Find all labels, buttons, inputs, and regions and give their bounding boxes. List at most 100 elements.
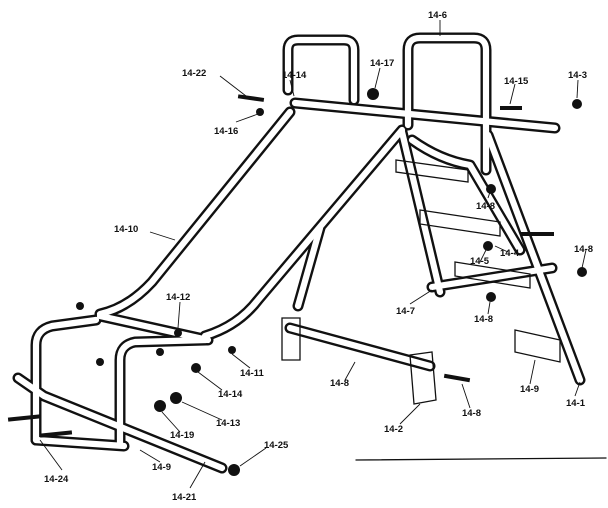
part-label: 14-21 <box>172 492 197 503</box>
leader-14-8-upper <box>487 191 491 199</box>
leader-14-24 <box>239 447 267 467</box>
leader-14-2 <box>399 403 421 425</box>
leader-14-8-lower <box>487 301 491 315</box>
screw-front-c <box>76 302 84 310</box>
screw-front-a <box>96 358 104 366</box>
part-label: 14-8 <box>462 408 481 419</box>
part-label: 14-10 <box>114 224 138 235</box>
front-left-leg-tube <box>30 314 102 446</box>
bolt-14-4 <box>520 232 554 236</box>
ground-line <box>355 457 607 461</box>
top-right-handle-tube-core <box>404 34 490 174</box>
leader-14-12 <box>149 231 176 241</box>
slide-right-rail-tube-core <box>201 126 406 340</box>
frame-tube-highlights <box>14 34 584 472</box>
part-label: 14-9 <box>152 462 171 473</box>
cross-brace-tube-core <box>286 324 434 370</box>
leader-14-25 <box>219 75 247 97</box>
leader-14-14 <box>177 301 181 329</box>
leader-14-21 <box>161 411 181 433</box>
slide-bottom-crossbar-tube-core <box>96 312 212 344</box>
part-label: 14-4 <box>500 248 520 259</box>
nut-14-8-upper <box>486 184 496 194</box>
part-label: 14-6 <box>428 10 447 21</box>
nut-14-14 <box>174 329 182 337</box>
leader-lines <box>39 20 587 489</box>
washer-14-21 <box>154 400 166 412</box>
nut-14-3-lower <box>577 267 587 277</box>
top-left-handle-tube-core <box>284 36 358 104</box>
part-label: 14-16 <box>214 126 238 137</box>
leader-14-11 <box>139 449 161 463</box>
leader-14-8-right <box>581 249 587 269</box>
part-label: 14-19 <box>170 430 194 441</box>
leg-socket-14-2 <box>409 351 437 405</box>
part-label: 14-22 <box>182 68 206 79</box>
ladder-step-upper <box>395 159 469 183</box>
part-label: 14-14 <box>282 70 307 81</box>
part-label: 14-7 <box>396 306 415 317</box>
bolt-14-18 <box>500 106 522 110</box>
part-label: 14-5 <box>470 256 490 267</box>
part-label: 14-8 <box>474 314 493 325</box>
leader-14-20 <box>374 67 381 89</box>
leader-14-8-bottom <box>461 383 471 409</box>
slide-left-rail-tube-core <box>96 108 294 318</box>
ladder-mid-rail-tube-core <box>408 136 524 254</box>
leader-14-3 <box>576 79 579 99</box>
bolt-14-25 <box>237 94 265 102</box>
leader-14-23 <box>39 439 63 471</box>
nut-14-13 <box>228 346 236 354</box>
part-label: 14-25 <box>264 440 289 451</box>
leader-14-5 <box>479 249 487 263</box>
bolt-14-23 <box>7 414 41 422</box>
screw-front-b <box>156 348 164 356</box>
bolt-14-23b <box>39 430 73 438</box>
front-left-leg-tube-core <box>32 316 100 444</box>
leg-tubes-short <box>281 317 437 405</box>
ladder-step-middle <box>419 209 501 237</box>
leader-14-1 <box>574 381 581 397</box>
nut-14-5 <box>483 241 493 251</box>
front-foot-tube-core <box>32 436 128 450</box>
leader-14-13 <box>231 353 251 369</box>
leader-14-19 <box>235 113 259 123</box>
part-label: 14-14 <box>218 389 243 400</box>
slide-support-leg-tube-core <box>294 224 324 310</box>
leader-14-17 <box>289 79 295 97</box>
nut-14-3 <box>572 99 582 109</box>
part-label: 14-1 <box>566 398 586 409</box>
leader-14-18 <box>509 83 516 105</box>
leader-14-22 <box>189 461 206 489</box>
hardware <box>7 88 587 476</box>
part-label: 14-3 <box>568 70 587 81</box>
part-label: 14-9 <box>520 384 539 395</box>
leader-14-10 <box>344 361 356 381</box>
ladder-left-rail-tube-core <box>398 128 444 296</box>
part-labels: 14-22 14-14 14-16 14-17 14-6 14-15 14-3 … <box>44 10 593 503</box>
nut-14-16 <box>191 363 201 373</box>
ladder-step-lower <box>454 261 531 289</box>
ladder-right-rail-tube-core <box>484 131 584 384</box>
brace-end-tube-14-10 <box>281 317 301 361</box>
front-right-leg-tube-core <box>116 336 210 449</box>
leader-14-15 <box>181 401 223 421</box>
part-label: 14-12 <box>166 292 190 303</box>
part-label: 14-8 <box>574 244 593 255</box>
top-crossbar-tube-core <box>291 99 559 132</box>
leader-14-9 <box>529 359 536 385</box>
part-label: 14-2 <box>384 424 403 435</box>
leader-14-16 <box>197 371 223 391</box>
ladder-steps <box>395 159 561 363</box>
cap-14-20 <box>367 88 379 100</box>
nut-14-15 <box>170 392 182 404</box>
leader-14-7 <box>409 289 433 305</box>
part-label: 14-11 <box>240 368 264 379</box>
part-label: 14-15 <box>504 76 529 87</box>
part-label: 14-8 <box>476 201 495 212</box>
leader-14-4 <box>494 245 509 253</box>
bottom-foot-tube-core <box>14 374 226 472</box>
ladder-lower-crossbar-tube-core <box>428 264 556 291</box>
part-label: 14-13 <box>216 418 240 429</box>
